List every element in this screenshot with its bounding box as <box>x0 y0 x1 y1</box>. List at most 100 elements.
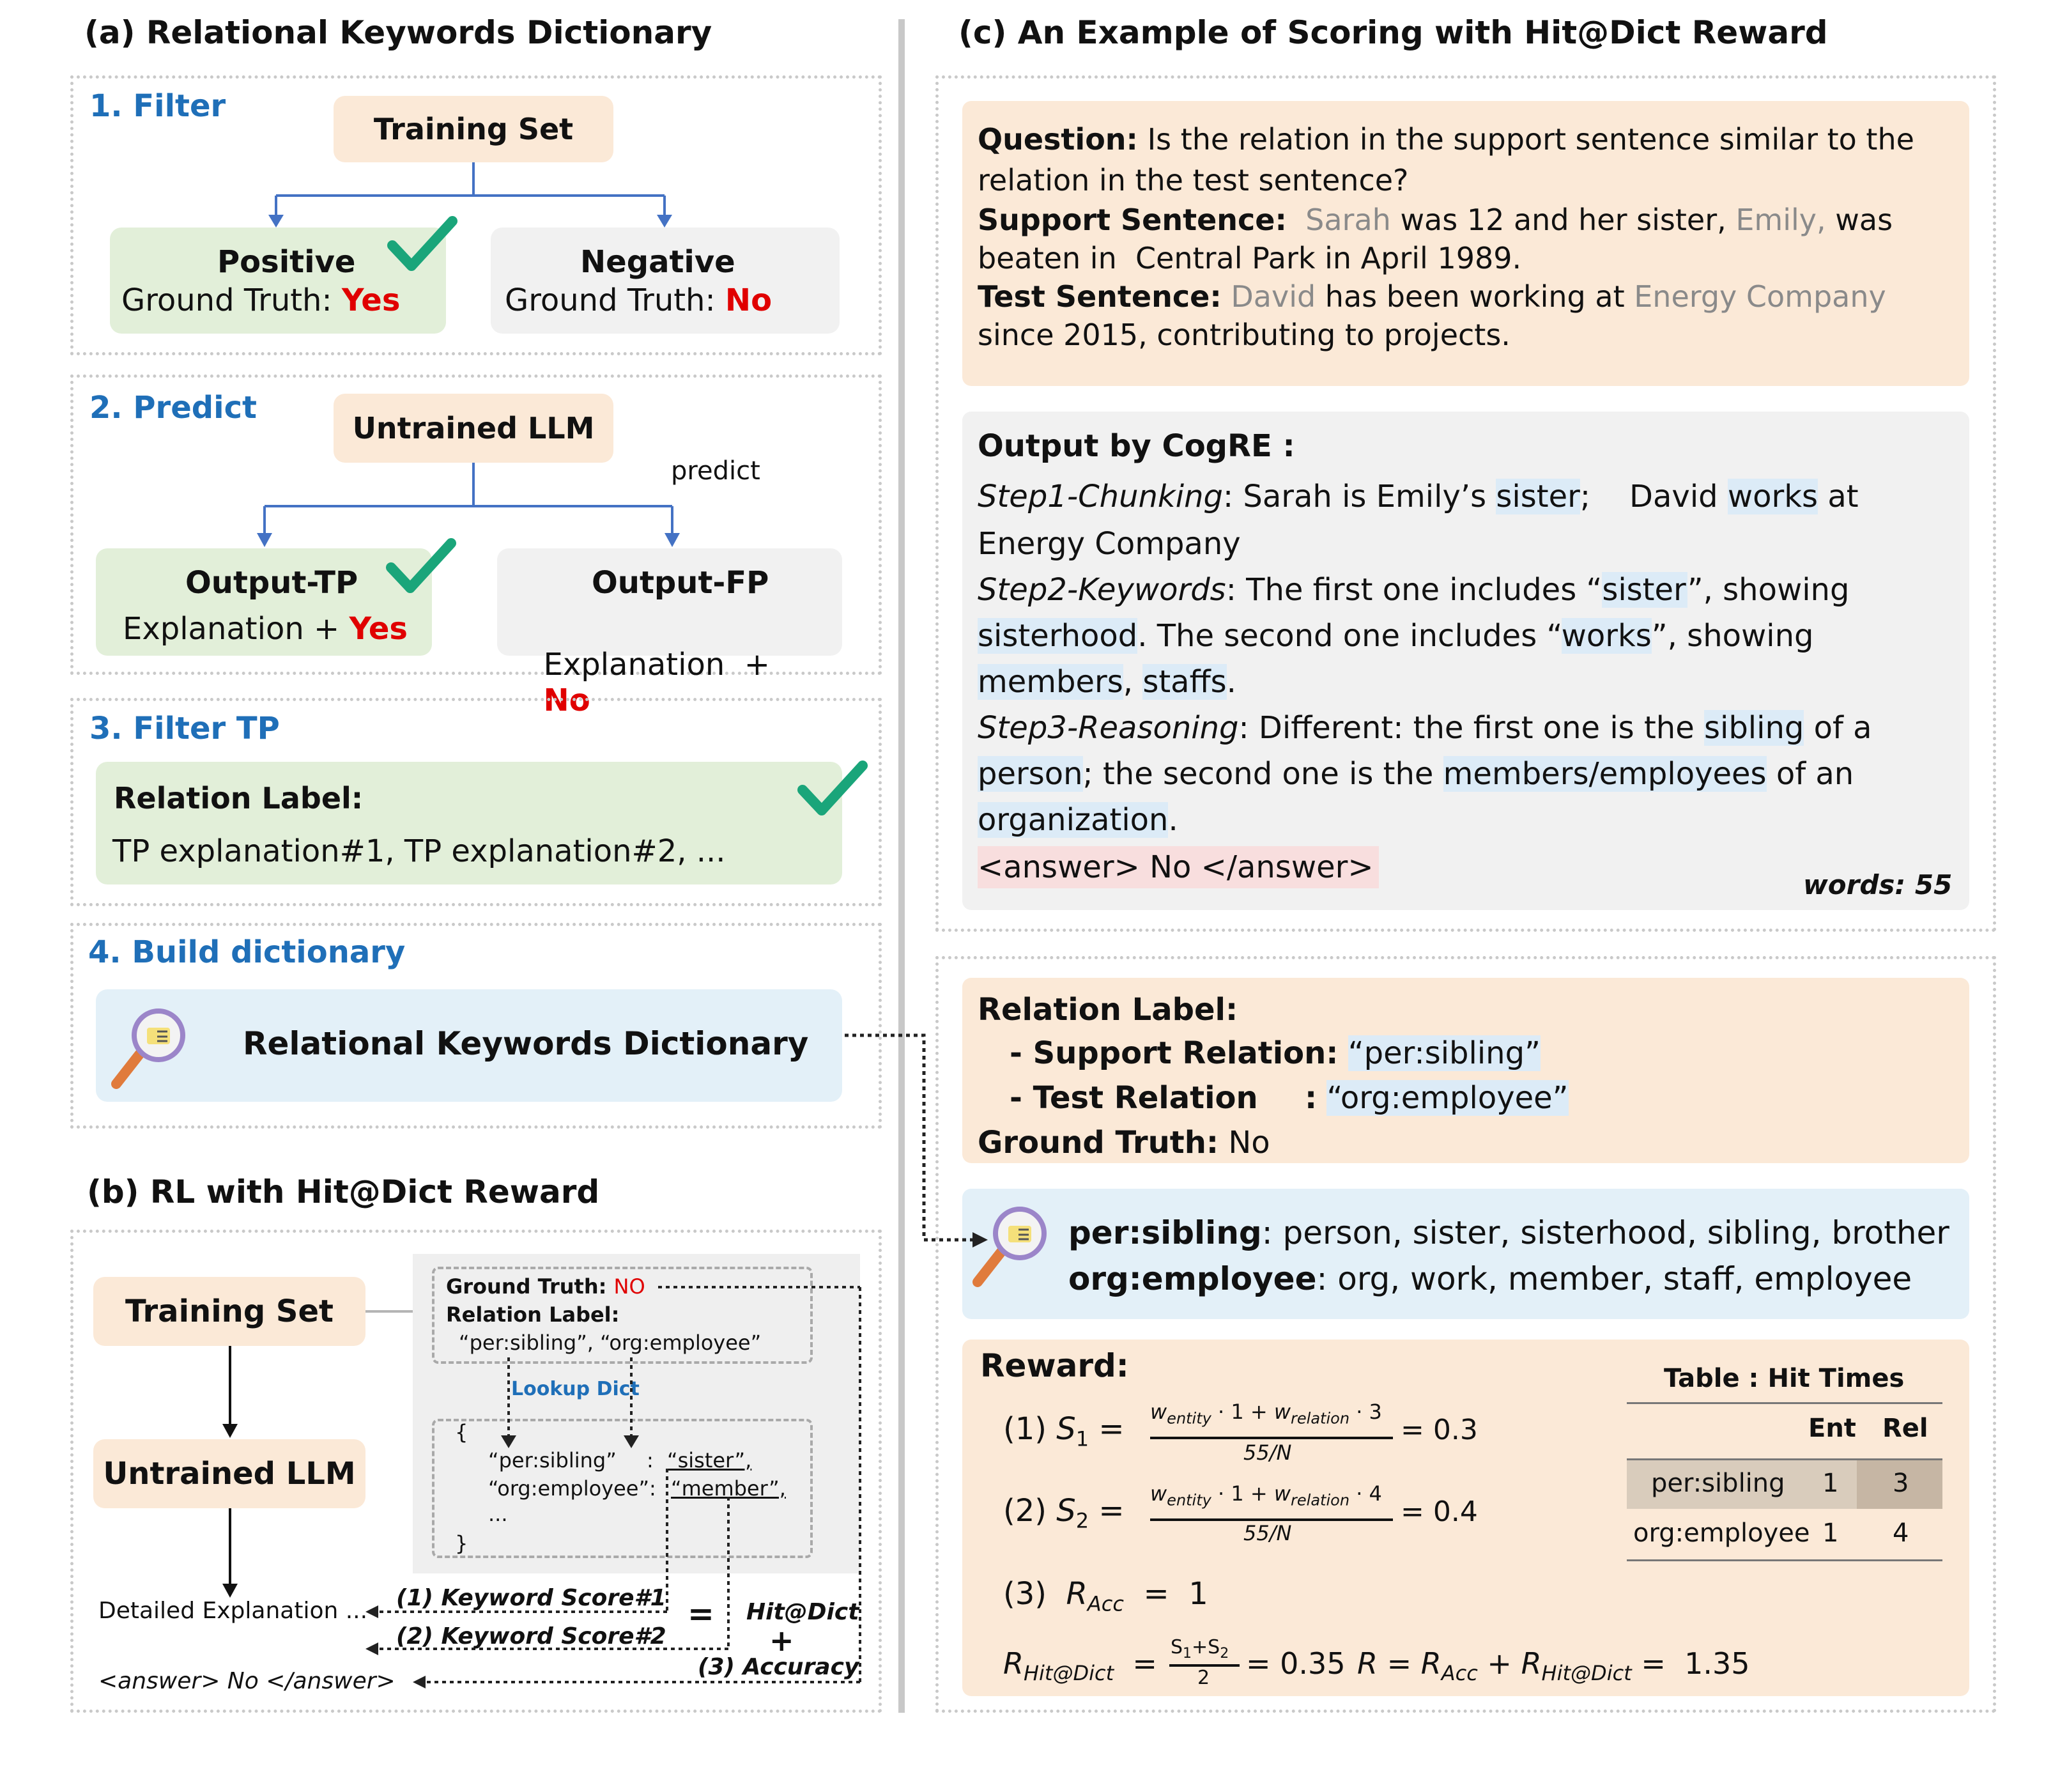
lookup-dict-label: Lookup Dict <box>511 1378 640 1400</box>
test-relation-colon: : <box>1305 1080 1318 1116</box>
dict-entry-1-values: : person, sister, sisterhood, sibling, b… <box>1261 1214 1949 1251</box>
hit-table-rule-top <box>1627 1402 1942 1404</box>
eq3-value: = 1 <box>1143 1576 1208 1612</box>
step2-text-b: ”, showing <box>1687 572 1850 608</box>
output-tp-label: Output-TP <box>185 565 358 601</box>
step1-name: Step1-Chunking <box>978 479 1223 514</box>
eq2-label: (2) <box>1003 1493 1047 1529</box>
support-text-2: was <box>1835 203 1893 237</box>
test-text-1: has been working at <box>1325 279 1625 314</box>
reward-title: Reward: <box>980 1347 1129 1384</box>
check-icon <box>387 216 457 271</box>
eq2-s-sub: 2 <box>1075 1508 1089 1533</box>
step3-keyword-3: members/employees <box>1443 756 1767 792</box>
total-value: = 1.35 <box>1641 1646 1750 1681</box>
filter-tp-items: TP explanation#1, TP explanation#2, ... <box>112 833 726 869</box>
section-c-title: (c) An Example of Scoring with Hit@Dict … <box>958 14 1828 51</box>
dictionary-label: Relational Keywords Dictionary <box>243 1025 809 1062</box>
step2-text-c: . The second one includes “ <box>1137 618 1562 654</box>
output-tp-value: Yes <box>349 611 408 647</box>
output-step1-line1: Step1-Chunking: Sarah is Emily’s sister;… <box>978 475 1859 518</box>
negative-gt-value: No <box>725 282 772 318</box>
dict-colon-1: : <box>647 1448 654 1472</box>
hit-table-row-2-ent: 1 <box>1822 1518 1839 1548</box>
rl-equals: = <box>688 1595 714 1632</box>
step1-keyword-1: sister <box>1496 479 1580 514</box>
positive-gt-value: Yes <box>341 282 401 318</box>
support-entity-1: Sarah <box>1305 203 1391 237</box>
magnifier-dictionary-icon <box>972 1207 1047 1287</box>
test-label: Test Sentence: <box>978 279 1222 314</box>
dict-entry-2: org:employee: org, work, member, staff, … <box>1068 1260 1912 1297</box>
hit-table-row-1-rel-bg <box>1857 1460 1942 1509</box>
eq3-label: (3) <box>1003 1576 1047 1612</box>
magnifier-dictionary-icon <box>111 1008 185 1089</box>
relation-title: Relation Label: <box>978 992 1238 1028</box>
output-step2-line2: sisterhood. The second one includes “wor… <box>978 615 1813 657</box>
untrained-llm-box: Untrained LLM <box>334 394 613 463</box>
example-panel-bottom <box>935 956 1996 1713</box>
rl-training-set-box: Training Set <box>93 1277 365 1346</box>
dict-box <box>432 1419 813 1558</box>
step1-keyword-2: works <box>1727 479 1818 514</box>
eq1-lhs: (1) S1 = <box>1003 1411 1125 1451</box>
hit-r-sub: Hit@Dict <box>1023 1661 1114 1686</box>
eq2-w2-sub: relation <box>1291 1491 1350 1510</box>
eq1-numerator: wentity · 1 + wrelation · 3 <box>1150 1400 1382 1427</box>
rl-llm-box: Untrained LLM <box>93 1439 365 1508</box>
support-text-1: was 12 and her sister, <box>1400 203 1726 237</box>
dict-value-2: “member”, <box>671 1476 786 1501</box>
hit-plus: +S <box>1192 1636 1220 1658</box>
positive-gt-label: Ground Truth: <box>121 282 332 318</box>
step3-text-c: ; the second one is the <box>1082 756 1434 792</box>
rl-relation-label: Relation Label: <box>446 1302 620 1327</box>
rl-llm-label: Untrained LLM <box>103 1456 356 1492</box>
total-plus: + R <box>1477 1646 1542 1681</box>
total-sub1: Acc <box>1441 1661 1478 1686</box>
eq1-denominator: 55/N <box>1243 1441 1292 1465</box>
dict-key-2: “org:employee”: <box>488 1476 656 1501</box>
step3-keyword-4: organization <box>978 802 1169 838</box>
hit-table-title: Table : Hit Times <box>1664 1364 1905 1393</box>
eq2-w2: w <box>1273 1481 1291 1506</box>
output-word-count: words: 55 <box>1803 869 1953 900</box>
rl-dict-region <box>413 1254 860 1573</box>
output-step3-line3: organization. <box>978 799 1178 841</box>
training-set-box: Training Set <box>334 96 613 162</box>
output-step2-line1: Step2-Keywords: The first one includes “… <box>978 569 1849 611</box>
eq2-denominator: 55/N <box>1243 1521 1292 1545</box>
total-sub2: Hit@Dict <box>1541 1661 1632 1686</box>
section-b-title: (b) RL with Hit@Dict Reward <box>87 1173 600 1210</box>
hit-value: = 0.35 <box>1246 1646 1346 1681</box>
total-reward: R = RAcc + RHit@Dict = 1.35 <box>1357 1646 1750 1685</box>
output-step2-line3: members, staffs. <box>978 661 1236 703</box>
eq1-s-sub: 1 <box>1075 1426 1089 1451</box>
output-fp-label: Output-FP <box>592 565 769 601</box>
hit-table-row-1-rel: 3 <box>1893 1469 1909 1498</box>
test-relation-value-line: : “org:employee” <box>1305 1080 1569 1116</box>
step3-name: Step3-Reasoning <box>978 710 1239 746</box>
accuracy-label: (3) Accuracy <box>698 1654 859 1680</box>
hit-table-row-2-rel: 4 <box>1893 1518 1909 1548</box>
eq1-fraction-bar <box>1150 1437 1393 1439</box>
training-set-label: Training Set <box>373 112 574 146</box>
eq2-s: S <box>1056 1493 1076 1529</box>
build-step-title: 4. Build dictionary <box>88 934 406 970</box>
filter-tp-box <box>96 762 842 884</box>
vertical-divider <box>898 19 905 1713</box>
eq3: (3) RAcc = 1 <box>1003 1576 1208 1616</box>
step2-keyword-4: members <box>978 664 1123 700</box>
dict-close: } <box>455 1531 468 1556</box>
output-answer: <answer> No </answer> <box>978 846 1379 888</box>
filter-step-title: 1. Filter <box>89 88 226 124</box>
support-relation-label: - Support Relation: <box>1010 1035 1339 1071</box>
filter-tp-panel <box>70 698 882 906</box>
check-icon <box>797 761 868 815</box>
untrained-llm-label: Untrained LLM <box>352 411 595 445</box>
eq2-w1-sub: entity <box>1167 1491 1211 1510</box>
rl-answer: <answer> No </answer> <box>98 1668 396 1694</box>
step3-text-e: . <box>1168 802 1178 838</box>
